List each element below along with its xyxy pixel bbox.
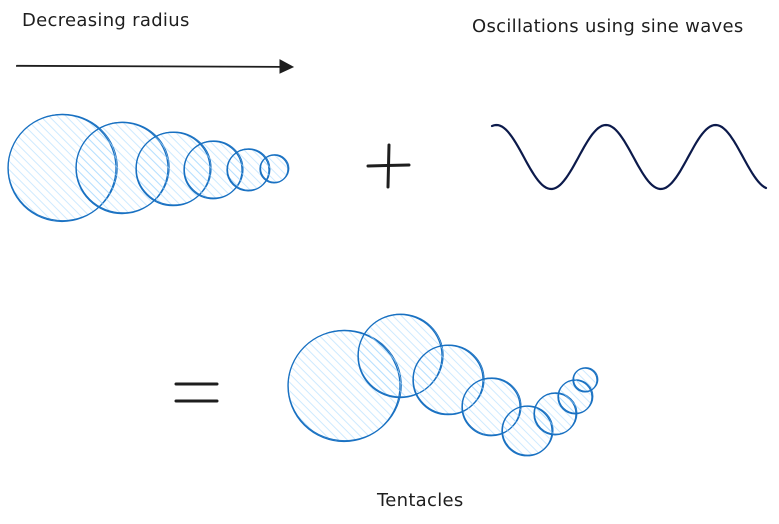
sine-wave <box>490 123 768 191</box>
tentacles-label: Tentacles <box>377 490 464 511</box>
tentacle-circle-8 <box>572 367 599 393</box>
decreasing-radius-label: Decreasing radius <box>22 10 190 31</box>
decreasing-circles <box>7 113 290 223</box>
oscillations-label: Oscillations using sine waves <box>472 16 744 37</box>
tentacle-circles <box>287 313 599 457</box>
plus-sign <box>366 143 411 189</box>
radius-circle-6 <box>259 154 290 184</box>
equals-sign <box>174 382 219 403</box>
direction-arrow <box>15 59 295 74</box>
arrowhead <box>279 59 295 74</box>
